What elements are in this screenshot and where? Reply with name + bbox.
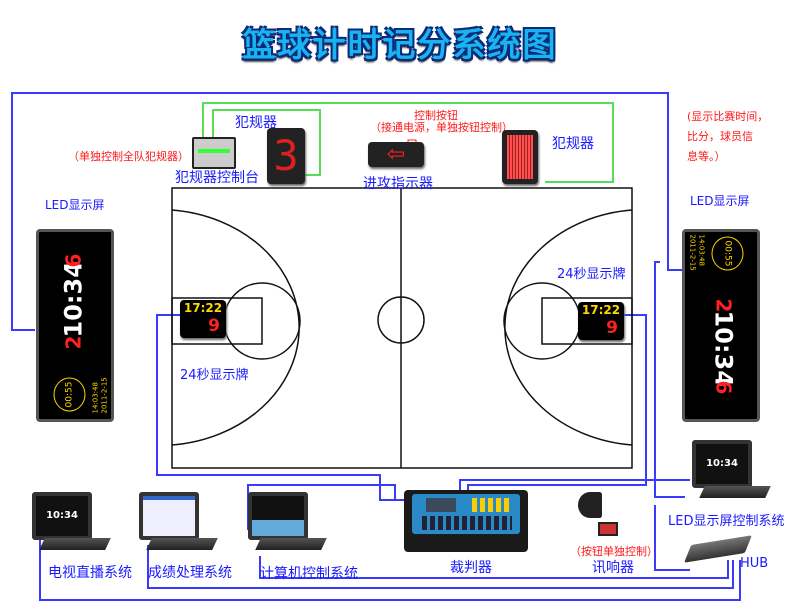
laptop-keyboard [146, 538, 218, 550]
led-info-line-1: (显示比赛时间， [687, 110, 769, 123]
court-outline [171, 187, 633, 469]
foul-console-device [192, 137, 236, 169]
basketball-court [171, 187, 633, 469]
led-game-time: 10:34 [59, 261, 88, 338]
laptop-keyboard [39, 538, 111, 550]
shot-clock-seconds: 9 [208, 316, 220, 336]
referee-console-label: 裁判器 [450, 560, 492, 576]
laptop-keyboard [699, 486, 771, 498]
foul-console-note: （单独控制全队犯规器） [68, 150, 189, 163]
center-circle [377, 296, 425, 344]
buzzer-label: 讯响器 [592, 560, 634, 576]
results-processing-label: 成绩处理系统 [148, 565, 232, 581]
computer-control-label: 计算机控制系统 [260, 566, 358, 582]
led-left-label: LED显示屏 [45, 198, 105, 212]
page-title: 篮球计时记分系统图 [242, 25, 558, 64]
control-button-note: （接通电源，单独按钮控制） [370, 121, 513, 134]
shot-clock-right-label: 24秒显示牌 [557, 267, 626, 282]
led-control-label: LED显示屏控制系统 [668, 514, 785, 529]
laptop-screen [139, 492, 199, 540]
laptop-game-time: 10:34 [46, 510, 78, 521]
laptop-screen: 10:34 [32, 492, 92, 540]
led-shot-time: 00:55 [711, 236, 744, 271]
green-wires [202, 102, 614, 183]
possession-arrow-label: 进攻指示器 [363, 176, 433, 192]
laptop-game-time: 10:34 [706, 458, 738, 469]
shot-clock-time: 17:22 [581, 303, 621, 317]
led-date: 2011-2-15 [688, 234, 697, 271]
control-button-label: 控制按钮 [414, 109, 458, 122]
led-screen-left: 00:55 2 10:34 6 14:03:48 2011-2-15 [36, 229, 114, 422]
led-control-laptop: 10:34 [690, 440, 780, 502]
computer-control-laptop [246, 492, 336, 554]
led-clock: 14:03:48 [91, 382, 100, 414]
buzzer-device [578, 492, 620, 542]
led-info-line-2: 比分，球员信 [687, 130, 753, 143]
led-right-content: 00:55 2 10:34 6 14:03:48 2011-2-15 [686, 231, 758, 418]
arrow-left-icon: ⇦ [386, 142, 406, 167]
tv-broadcast-label: 电视直播系统 [48, 565, 132, 581]
led-game-time: 10:34 [709, 310, 738, 387]
foul-console-label: 犯规器控制台 [175, 170, 259, 186]
shot-clock-time: 17:22 [183, 301, 223, 315]
foul-indicator-label: 犯规器 [235, 115, 277, 131]
led-score-home: 2 [61, 335, 86, 350]
led-left-content: 00:55 2 10:34 6 14:03:48 2011-2-15 [40, 231, 112, 418]
shot-clock-seconds: 9 [606, 318, 618, 338]
tv-broadcast-laptop: 10:34 [30, 492, 120, 554]
foul-indicator-right-label: 犯规器 [552, 136, 594, 152]
led-info-line-3: 息等。） [687, 150, 726, 163]
led-date: 2011-2-15 [100, 377, 109, 414]
possession-arrow-device: ⇦ [368, 142, 424, 167]
hub-label: HUB [740, 556, 769, 571]
led-screen-right: 00:55 2 10:34 6 14:03:48 2011-2-15 [682, 229, 760, 422]
led-right-label: LED显示屏 [690, 194, 750, 208]
led-score-away: 6 [61, 253, 86, 268]
led-score-away: 6 [711, 380, 736, 395]
laptop-screen [248, 492, 308, 540]
laptop-keyboard [255, 538, 327, 550]
results-processing-laptop [137, 492, 227, 554]
foul-indicator-right-device [502, 130, 538, 184]
led-info-note: (显示比赛时间， 比分，球员信 息等。） [687, 107, 768, 167]
blue-wires [11, 92, 741, 601]
buzzer-note: （按钮单独控制） [570, 545, 658, 558]
led-shot-time: 00:55 [53, 377, 86, 412]
led-clock: 14:03:48 [697, 234, 706, 266]
foul-indicator-device: 3 [267, 128, 305, 184]
laptop-screen: 10:34 [692, 440, 752, 488]
shot-clock-left-label: 24秒显示牌 [180, 368, 249, 383]
shot-clock-right: 17:22 9 [578, 302, 624, 340]
right-key [541, 297, 633, 345]
left-key [171, 297, 263, 345]
shot-clock-left: 17:22 9 [180, 300, 226, 338]
referee-console-device [404, 490, 528, 552]
